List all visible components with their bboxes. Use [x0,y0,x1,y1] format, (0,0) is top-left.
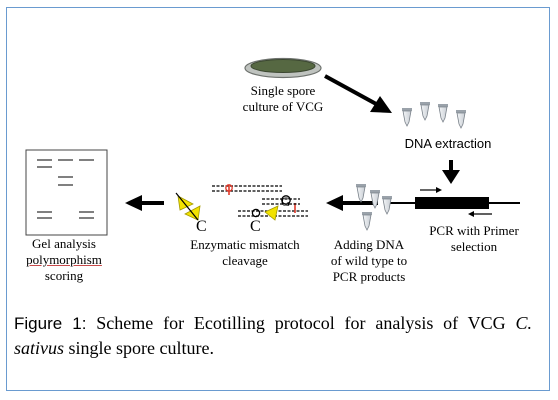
adding-dna-label: Adding DNA of wild type to PCR products [330,237,408,284]
caption-species: C. sativus [14,313,533,358]
caption-body: Scheme for Ecotilling protocol for analy… [96,313,506,333]
arrow-to-pcr [442,160,460,184]
caption-tail: single spore culture. [68,338,214,358]
cleavage-label: Enzymatic mismatch cleavage [190,237,300,268]
arrow-to-gel [125,195,164,211]
mismatch-letter-c2: C [250,218,261,235]
figure-caption: Figure 1: Scheme for Ecotilling protocol… [14,311,532,360]
adding-tubes-icon [356,184,392,231]
pcr-amplicon-icon [388,187,520,217]
dna-extraction-label: DNA extraction [404,136,492,151]
heteroduplex-dna-icon [175,184,308,221]
gel-image-icon [25,149,108,236]
mismatch-letter-g: G [281,194,290,209]
arrow-to-dna-extraction [324,74,392,113]
spore-culture-label: Single spore culture of VCG [242,83,324,114]
pcr-label: PCR with Primer selection [429,223,519,254]
mismatch-letter-c1: C [196,218,207,235]
extraction-tubes-icon [402,102,466,129]
arrow-to-adding-dna [326,195,378,211]
caption-lead: Figure 1: [14,314,87,333]
petri-dish-icon [244,57,322,79]
gel-analysis-label: Gel analysis polymorphism scoring [26,236,102,283]
